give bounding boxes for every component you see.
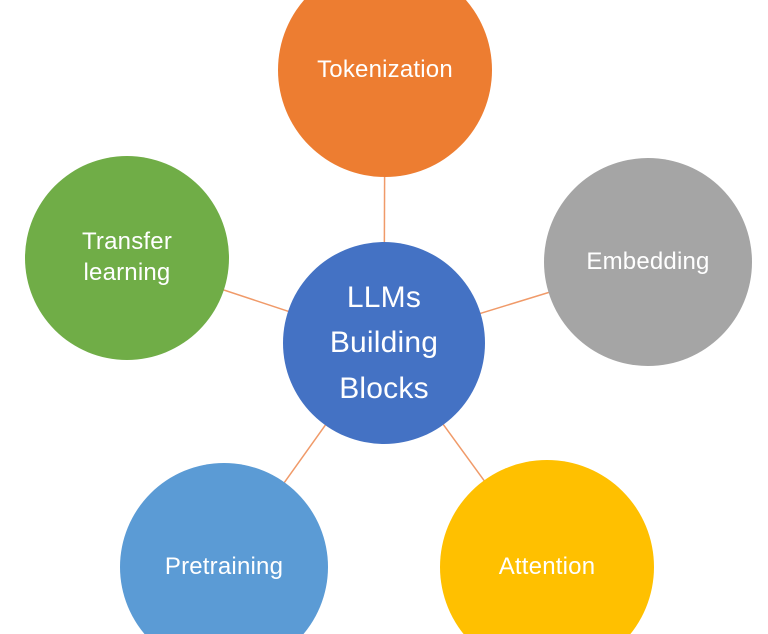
node-label-attention: Attention (498, 552, 596, 580)
node-pretraining: Pretraining (120, 463, 328, 634)
node-tokenization: Tokenization (278, 0, 492, 177)
node-attention: Attention (440, 460, 654, 634)
node-embedding: Embedding (544, 158, 752, 366)
node-label-tokenization: Tokenization (317, 55, 453, 83)
node-label-embedding: Embedding (586, 247, 710, 275)
node-label-pretraining: Pretraining (164, 552, 284, 580)
